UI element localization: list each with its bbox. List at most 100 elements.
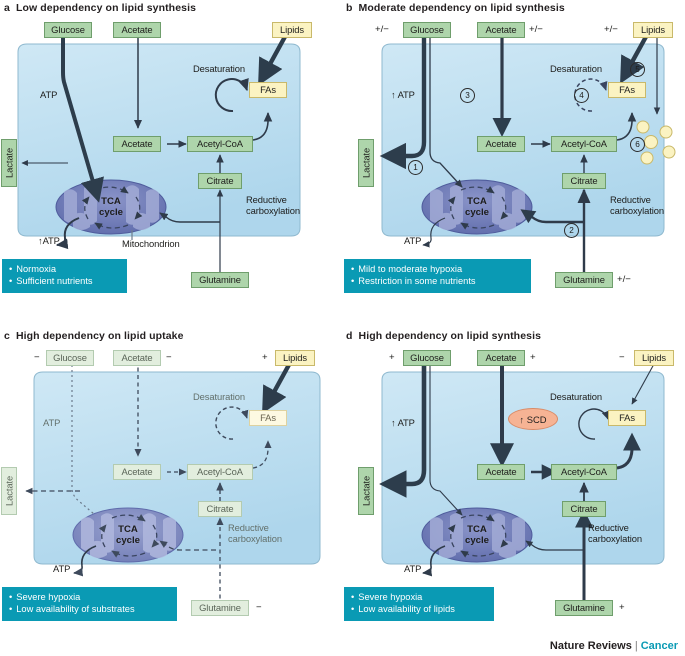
node-acetyl-coa[interactable]: Acetyl-CoA (187, 464, 253, 480)
node-glutamine[interactable]: Glutamine (191, 272, 249, 288)
node-fas[interactable]: FAs (249, 82, 287, 98)
node-acetyl-coa[interactable]: Acetyl-CoA (551, 464, 617, 480)
panel-d-header: d High dependency on lipid synthesis (346, 330, 541, 342)
panel-a-letter: a (4, 2, 10, 14)
panel-b-header: b Moderate dependency on lipid synthesis (346, 2, 565, 14)
panel-b-callout: Mild to moderate hypoxia Restriction in … (344, 259, 531, 293)
node-acetate-external[interactable]: Acetate (113, 22, 161, 38)
panel-d-callout: Severe hypoxia Low availability of lipid… (344, 587, 494, 621)
node-glucose[interactable]: Glucose (403, 350, 451, 366)
label-reductive-carboxylation: Reductive carboxylation (610, 194, 664, 217)
node-lactate[interactable]: Lactate (358, 467, 374, 515)
sign-lipids: − (619, 352, 625, 363)
callout-item: Severe hypoxia (351, 591, 487, 603)
panel-b-letter: b (346, 2, 353, 14)
callout-item: Low availability of lipids (351, 603, 487, 615)
node-citrate[interactable]: Citrate (198, 173, 242, 189)
sign-glutamine: +/− (617, 274, 631, 285)
sign-lipids: + (262, 352, 268, 363)
node-acetate-external[interactable]: Acetate (477, 350, 525, 366)
label-tca-cycle: TCA cycle (115, 524, 140, 546)
step-number-3: 3 (460, 88, 475, 103)
label-desaturation: Desaturation (193, 391, 245, 402)
label-atp-out: ATP (404, 563, 422, 574)
node-acetyl-coa[interactable]: Acetyl-CoA (551, 136, 617, 152)
step-number-5: 5 (630, 62, 645, 77)
panel-d-letter: d (346, 330, 353, 342)
sign-acetate: + (530, 352, 536, 363)
label-atp-top: ↑ ATP (391, 417, 415, 428)
callout-item: Severe hypoxia (9, 591, 170, 603)
sign-glucose: + (389, 352, 395, 363)
step-number-4: 4 (574, 88, 589, 103)
label-reductive-carboxylation: Reductive carboxylation (588, 522, 642, 545)
node-lactate[interactable]: Lactate (358, 139, 374, 187)
label-tca-cycle: TCA cycle (464, 196, 489, 218)
node-citrate[interactable]: Citrate (562, 173, 606, 189)
callout-item: Sufficient nutrients (9, 275, 120, 287)
node-citrate[interactable]: Citrate (198, 501, 242, 517)
panel-c-callout: Severe hypoxia Low availability of subst… (2, 587, 177, 621)
label-tca-cycle: TCA cycle (98, 196, 123, 218)
node-acetate-internal[interactable]: Acetate (477, 464, 525, 480)
callout-item: Low availability of substrates (9, 603, 170, 615)
callout-item: Normoxia (9, 263, 120, 275)
panel-b-title: Moderate dependency on lipid synthesis (358, 2, 565, 14)
node-lactate[interactable]: Lactate (1, 139, 17, 187)
label-atp-top: ATP (40, 89, 58, 100)
node-glutamine[interactable]: Glutamine (555, 272, 613, 288)
node-fas[interactable]: FAs (608, 82, 646, 98)
sign-glutamine: − (256, 602, 262, 613)
step-number-6: 6 (630, 137, 645, 152)
figure-footer: Nature Reviews|Cancer (550, 640, 678, 652)
panel-c-title: High dependency on lipid uptake (15, 330, 184, 342)
label-atp-top: ATP (43, 417, 61, 428)
node-acetate-internal[interactable]: Acetate (113, 464, 161, 480)
node-glucose[interactable]: Glucose (403, 22, 451, 38)
node-acetate-internal[interactable]: Acetate (477, 136, 525, 152)
node-citrate[interactable]: Citrate (562, 501, 606, 517)
panel-c-letter: c (4, 330, 10, 342)
node-lipids[interactable]: Lipids (275, 350, 315, 366)
sign-lipids: +/− (604, 24, 618, 35)
label-atp-top: ↑ ATP (391, 89, 415, 100)
label-tca-cycle: TCA cycle (464, 524, 489, 546)
label-reductive-carboxylation: Reductive carboxylation (246, 194, 300, 217)
node-glucose[interactable]: Glucose (46, 350, 94, 366)
panel-a-callout: Normoxia Sufficient nutrients (2, 259, 127, 293)
sign-acetate: +/− (529, 24, 543, 35)
sign-glucose: +/− (375, 24, 389, 35)
node-lipids[interactable]: Lipids (272, 22, 312, 38)
node-lipids[interactable]: Lipids (633, 22, 673, 38)
panel-c-header: c High dependency on lipid uptake (4, 330, 184, 342)
label-atp-out: ATP (53, 563, 71, 574)
node-glutamine[interactable]: Glutamine (555, 600, 613, 616)
node-acetate-internal[interactable]: Acetate (113, 136, 161, 152)
step-number-1: 1 (408, 160, 423, 175)
node-acetate-external[interactable]: Acetate (113, 350, 161, 366)
label-desaturation: Desaturation (550, 391, 602, 402)
node-acetyl-coa[interactable]: Acetyl-CoA (187, 136, 253, 152)
node-glucose[interactable]: Glucose (44, 22, 92, 38)
panel-d-title: High dependency on lipid synthesis (358, 330, 542, 342)
label-atp-out: ↑ATP (38, 235, 60, 246)
node-acetate-external[interactable]: Acetate (477, 22, 525, 38)
callout-item: Restriction in some nutrients (351, 275, 524, 287)
label-reductive-carboxylation: Reductive carboxylation (228, 522, 282, 545)
panel-d: d High dependency on lipid synthesis (342, 328, 685, 656)
node-fas[interactable]: FAs (249, 410, 287, 426)
node-lactate[interactable]: Lactate (1, 467, 17, 515)
panel-c: c High dependency on lipid uptake (0, 328, 343, 656)
sign-glucose: − (34, 352, 40, 363)
node-glutamine[interactable]: Glutamine (191, 600, 249, 616)
label-desaturation: Desaturation (550, 63, 602, 74)
node-lipids[interactable]: Lipids (634, 350, 674, 366)
node-fas[interactable]: FAs (608, 410, 646, 426)
label-mitochondrion: Mitochondrion (122, 238, 180, 249)
node-scd-enzyme[interactable]: ↑ SCD (508, 408, 558, 430)
panel-b: b Moderate dependency on lipid synthesis (342, 0, 685, 328)
step-number-2: 2 (564, 223, 579, 238)
label-atp-out: ATP (404, 235, 422, 246)
